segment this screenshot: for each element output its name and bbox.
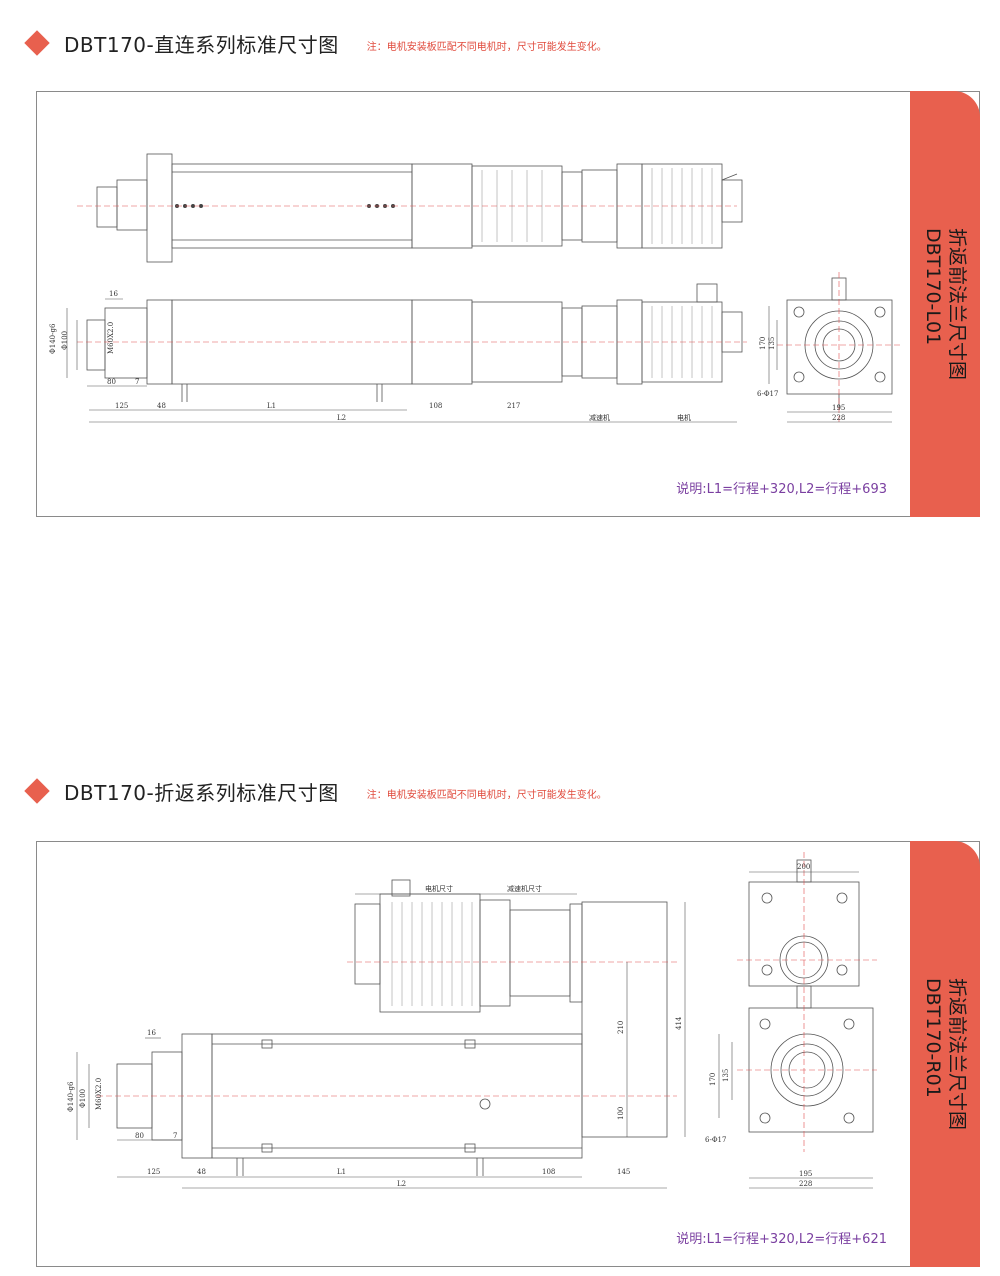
section-1-tab-line-1: 折返前法兰尺寸图 (946, 227, 968, 381)
dim-m60: M60X2.0 (95, 1078, 103, 1110)
section-2-title: DBT170-折返系列标准尺寸图 (64, 780, 339, 805)
section-2-formula: 说明:L1=行程+320,L2=行程+621 (676, 1232, 887, 1247)
dim-170: 170 (709, 1073, 717, 1086)
dim-L2: L2 (337, 414, 346, 422)
dim-217: 217 (507, 402, 520, 410)
diamond-icon (24, 778, 50, 804)
section-2-note: 注：电机安装板匹配不同电机时，尺寸可能发生变化。 (366, 789, 607, 801)
dim-228: 228 (799, 1180, 812, 1188)
dim-phi140: Φ140-g6 (67, 1081, 75, 1112)
dim-228: 228 (832, 414, 845, 422)
section-1-side-tab: 折返前法兰尺寸图 DBT170-L01 (910, 91, 980, 517)
dim-108: 108 (542, 1168, 555, 1176)
section-1-panel: 16 Φ140-g6 Φ100 M60X2.0 80 7 125 48 L1 1… (36, 91, 980, 517)
diamond-icon (24, 30, 50, 56)
section-2-header: DBT170-折返系列标准尺寸图 注：电机安装板匹配不同电机时，尺寸可能发生变化… (22, 776, 607, 806)
section-2-side-tab: 折返前法兰尺寸图 DBT170-R01 (910, 841, 980, 1267)
section-2-tab-line-1: 折返前法兰尺寸图 (946, 977, 968, 1131)
dim-135: 135 (768, 337, 776, 350)
dim-7: 7 (135, 378, 139, 386)
dim-125: 125 (147, 1168, 160, 1176)
dim-phi100: Φ100 (79, 1089, 87, 1108)
section-2-panel: 电机尺寸 减速机尺寸 414 210 100 16 Φ140-g6 Φ100 M… (36, 841, 980, 1267)
dim-motor: 电机 (677, 413, 691, 422)
section-1-header: DBT170-直连系列标准尺寸图 注：电机安装板匹配不同电机时，尺寸可能发生变化… (22, 28, 607, 58)
folded-drawing: 电机尺寸 减速机尺寸 414 210 100 16 Φ140-g6 Φ100 M… (67, 852, 877, 1189)
section-1-title: DBT170-直连系列标准尺寸图 (64, 32, 339, 57)
dim-145: 145 (617, 1168, 630, 1176)
section-1-note: 注：电机安装板匹配不同电机时，尺寸可能发生变化。 (366, 41, 607, 53)
dim-6phi17: 6-Φ17 (705, 1136, 726, 1144)
dim-170: 170 (759, 337, 767, 350)
dim-100v: 100 (617, 1107, 625, 1120)
dim-L1: L1 (337, 1168, 346, 1176)
dim-16: 16 (147, 1029, 156, 1037)
dim-48: 48 (157, 402, 166, 410)
dim-phi100: Φ100 (61, 331, 69, 350)
dim-108: 108 (429, 402, 442, 410)
dim-210: 210 (617, 1021, 625, 1034)
dim-reducer-size: 减速机尺寸 (507, 884, 542, 893)
dim-16: 16 (109, 290, 118, 298)
dim-6phi17: 6-Φ17 (757, 390, 778, 398)
straight-drawing: 16 Φ140-g6 Φ100 M60X2.0 80 7 125 48 L1 1… (49, 153, 902, 423)
dim-phi140: Φ140-g6 (49, 323, 57, 354)
dim-48: 48 (197, 1168, 206, 1176)
section-1-tab-line-2: DBT170-L01 (922, 227, 944, 346)
dim-L1: L1 (267, 402, 276, 410)
section-1-formula: 说明:L1=行程+320,L2=行程+693 (676, 482, 887, 497)
dim-200: 200 (797, 863, 810, 871)
section-2-tab-line-2: DBT170-R01 (922, 977, 944, 1098)
dim-80: 80 (135, 1132, 144, 1140)
dim-m60: M60X2.0 (107, 322, 115, 354)
dim-motor-size: 电机尺寸 (425, 884, 453, 893)
dim-reducer: 减速机 (589, 413, 610, 422)
dim-7: 7 (173, 1132, 177, 1140)
dim-L2: L2 (397, 1180, 406, 1188)
dim-135: 135 (722, 1069, 730, 1082)
dim-195: 195 (832, 404, 845, 412)
dim-414: 414 (675, 1016, 683, 1030)
dim-125: 125 (115, 402, 128, 410)
dim-80: 80 (107, 378, 116, 386)
dim-195: 195 (799, 1170, 812, 1178)
